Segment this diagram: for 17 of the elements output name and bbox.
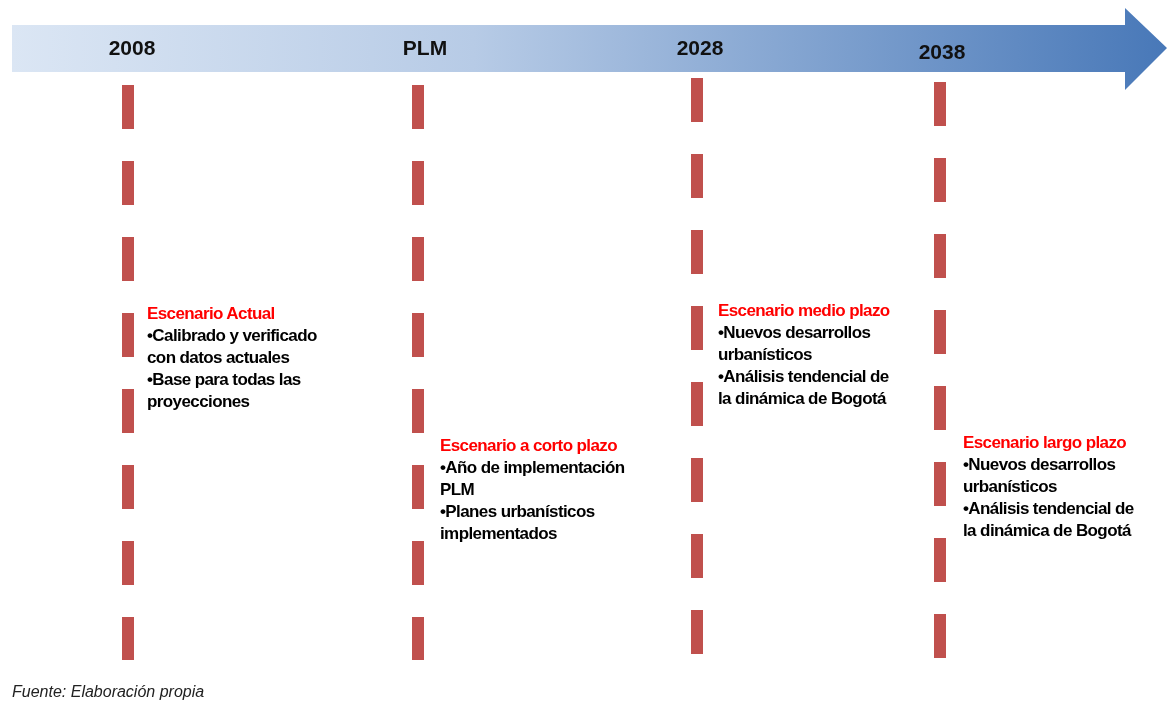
scenario-heading: Escenario a corto plazo — [440, 435, 619, 457]
scenario-heading: Escenario medio plazo — [718, 300, 891, 322]
year-label: 2028 — [676, 36, 724, 60]
year-label: PLM — [402, 36, 448, 60]
scenario-heading: Escenario largo plazo — [963, 432, 1128, 454]
bullet-text: •Análisis tendencial de la dinámica de Bogotá — [718, 366, 890, 410]
bullet-text: •Base para todas las proyecciones — [147, 369, 302, 413]
bullet-text: •Calibrado y verificado con datos actuales — [147, 325, 317, 369]
bullet-text: •Planes urbanísticos implementados — [440, 501, 596, 545]
bullet-text: •Año de implementación PLM — [440, 457, 626, 501]
scenario-heading: Escenario Actual — [147, 303, 276, 325]
year-label: 2008 — [108, 36, 156, 60]
year-label: 2038 — [918, 40, 966, 64]
caption: Fuente: Elaboración propia — [12, 683, 205, 701]
bullet-text: •Análisis tendencial de la dinámica de Bogotá — [963, 498, 1135, 542]
bullet-text: •Nuevos desarrollos urbanísticos — [718, 322, 872, 366]
bullet-text: •Nuevos desarrollos urbanísticos — [963, 454, 1117, 498]
